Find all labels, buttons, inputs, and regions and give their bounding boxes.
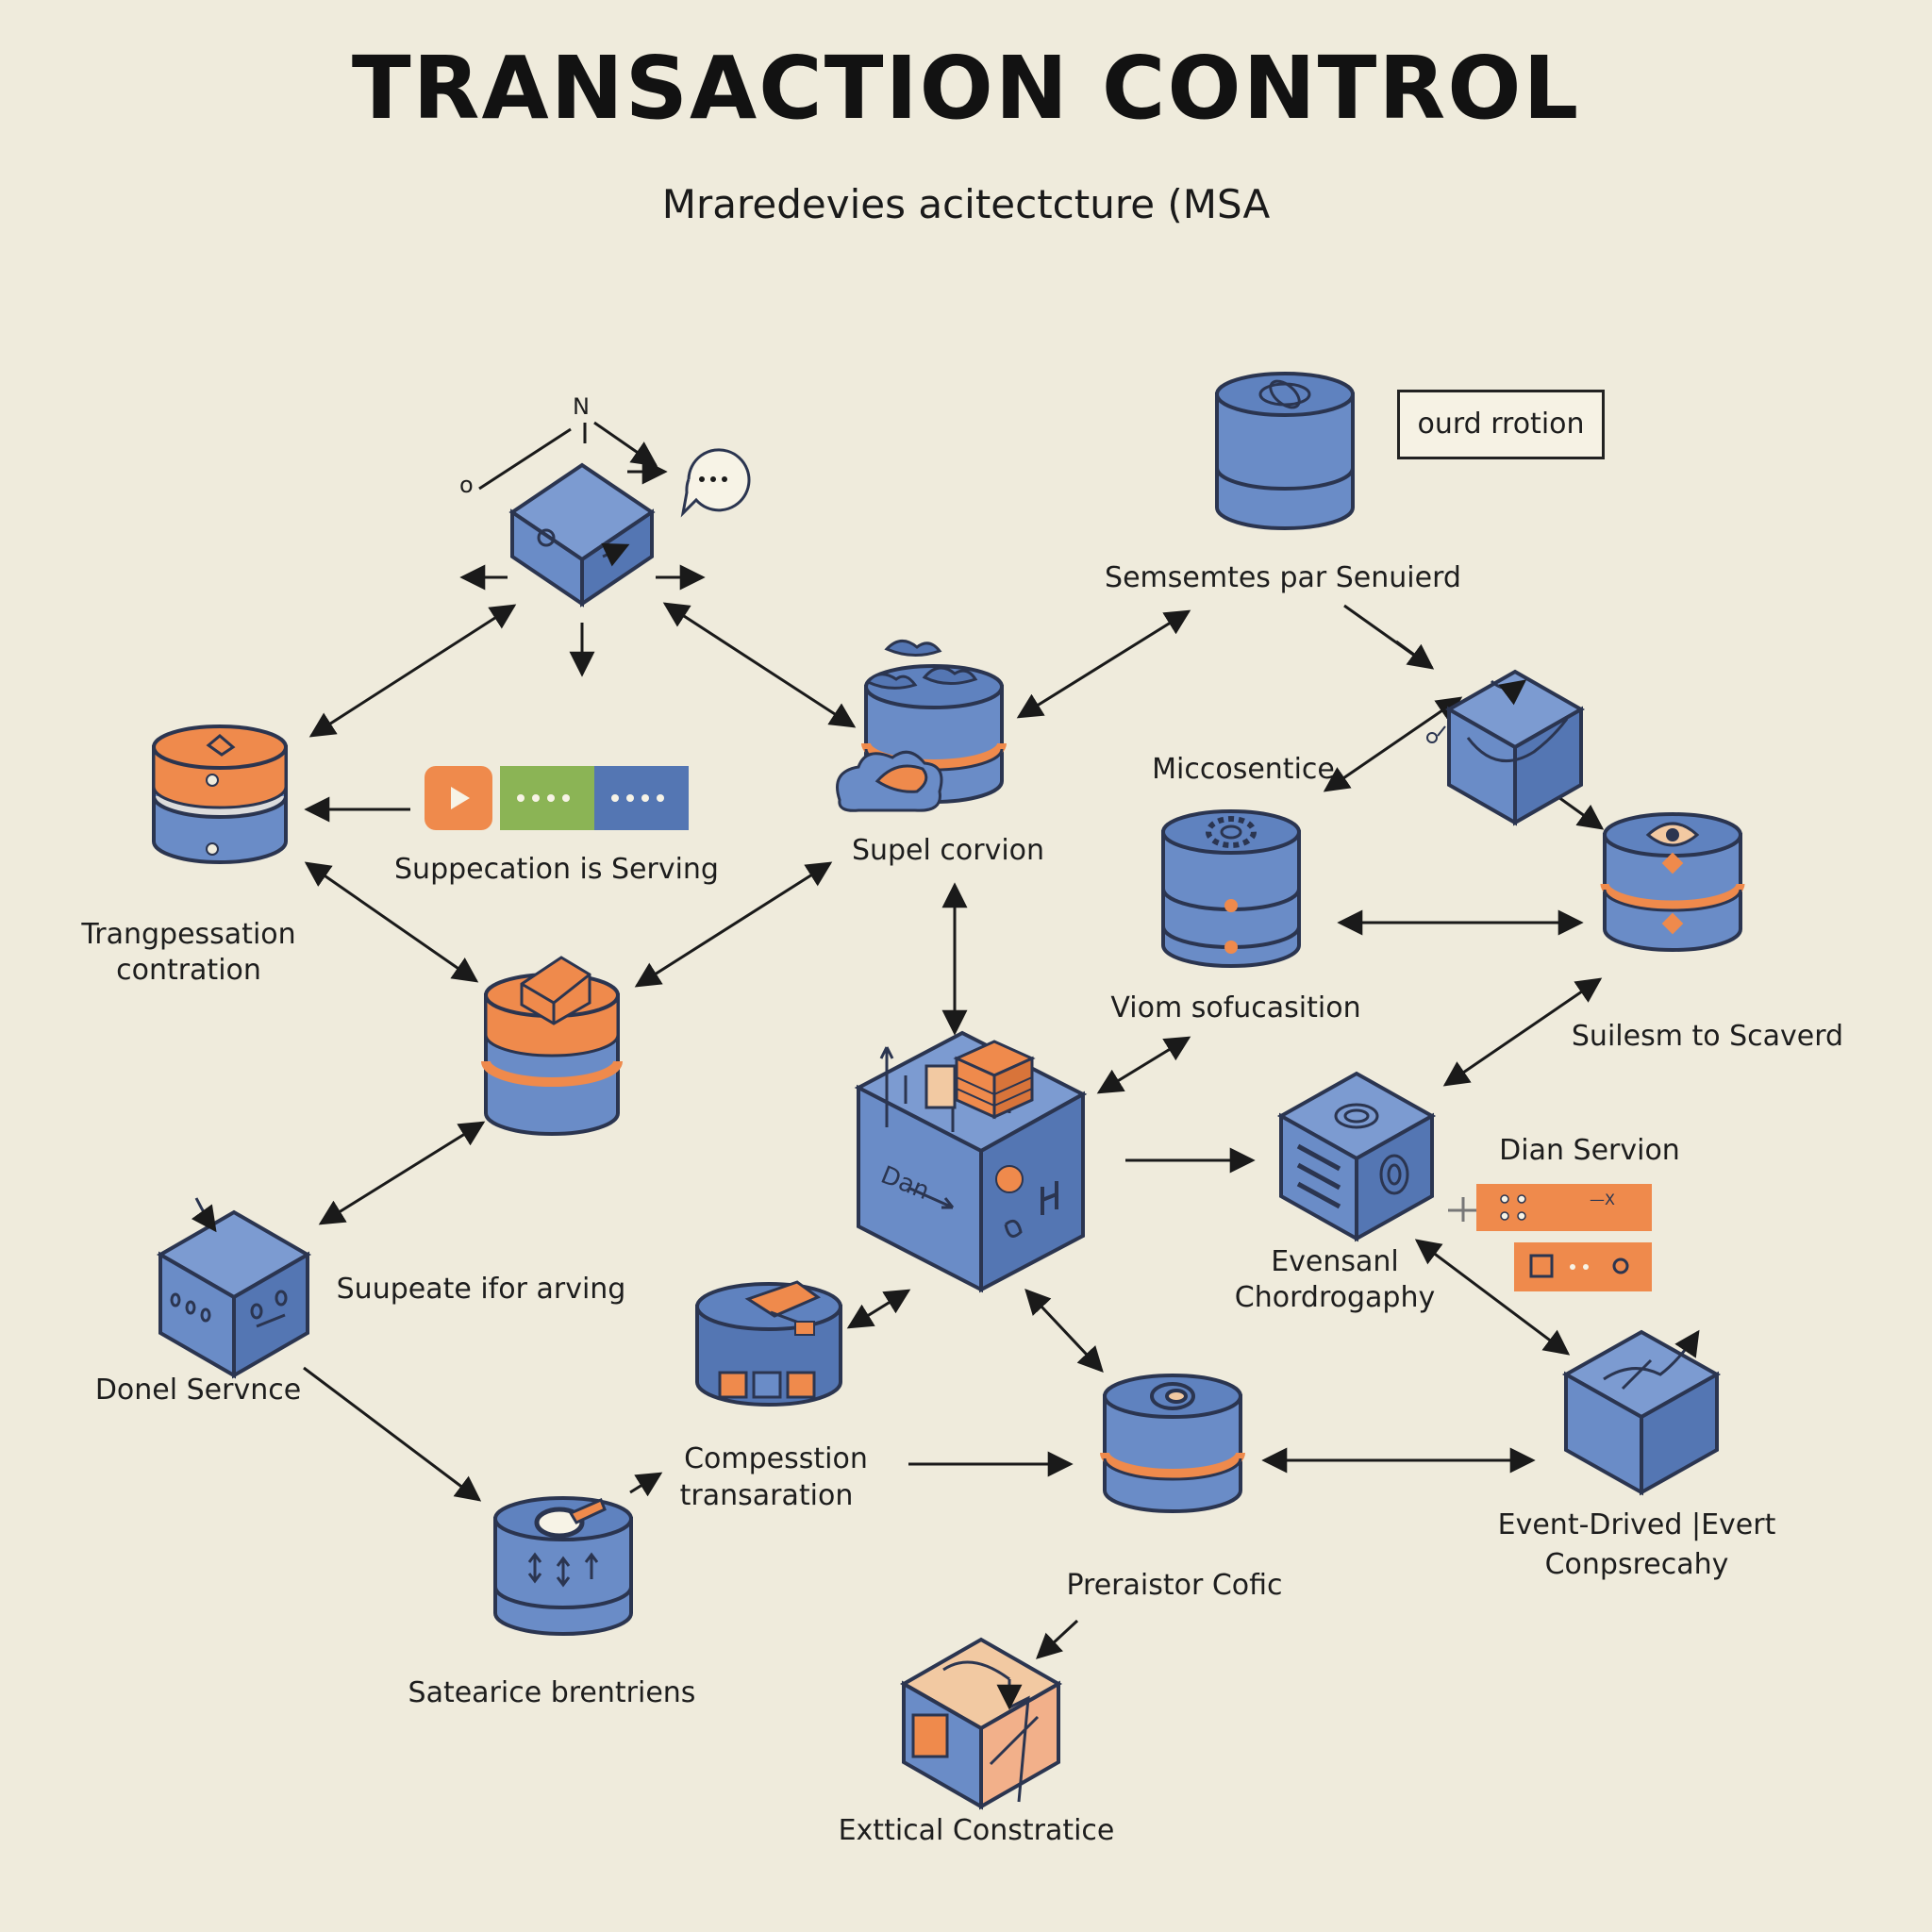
dian-service-widget: —X <box>1448 1184 1652 1291</box>
arrow-top-to-left <box>308 604 517 738</box>
status-bar-widget <box>425 766 689 830</box>
event-drived-cube <box>1561 1329 1722 1496</box>
diagram-title: TRANSACTION CONTROL <box>351 38 1581 139</box>
at-icon <box>1150 1382 1195 1410</box>
label-evensanl-1: Evensanl <box>1271 1245 1399 1278</box>
arrow-mid-to-center <box>634 861 833 988</box>
preraistor-cylinder <box>1105 1375 1241 1511</box>
label-donel-service: Donel Servnce <box>94 1374 302 1407</box>
donel-service-cube <box>156 1197 312 1379</box>
label-event-drived-2: Conpsreсahy <box>1544 1548 1729 1581</box>
label-suppecation: Suppecation is Serving <box>394 853 719 886</box>
mid-orange-cylinder <box>481 956 623 1136</box>
label-suupeate: Suupeate ifor arving <box>336 1273 626 1306</box>
label-exttical: Exttical Constratice <box>838 1814 1115 1847</box>
arrow-top-to-center <box>662 602 857 728</box>
arrow-mid-to-donel <box>318 1121 486 1225</box>
arrow-box-to-eventcube <box>1414 1239 1571 1356</box>
label-microsentice: Miccosentice <box>1152 753 1335 786</box>
label-satearice: Satearice brentriens <box>408 1676 696 1709</box>
compass-o-label: o <box>459 472 474 498</box>
label-dian-service: Dian Servion <box>1499 1134 1680 1167</box>
connector-arrows <box>303 421 1605 1659</box>
arrow-donel-to-satearice <box>303 1366 482 1502</box>
right-eye-cylinder <box>1600 812 1745 952</box>
label-viom: Viom sofucasition <box>1110 991 1361 1024</box>
gear-icon <box>1206 816 1257 848</box>
label-supel-corvion: Supel corvion <box>851 834 1045 867</box>
label-suilesm: Suilesm to Scaverd <box>1571 1020 1844 1053</box>
top-cube-node <box>508 462 656 608</box>
arrow-right-cyl-to-box <box>1442 977 1603 1087</box>
callout-box: ourd rrotion <box>1397 390 1605 459</box>
chat-bubble-icon <box>680 448 751 518</box>
right-small-cube <box>1426 670 1583 824</box>
arrow-left-to-mid <box>304 861 479 983</box>
center-cloud-cylinder <box>836 640 1003 812</box>
gear-cylinder <box>1161 809 1301 968</box>
label-preraistor: Preraistor Cofic <box>1066 1569 1283 1602</box>
label-compession-1: Compesstion <box>684 1442 868 1475</box>
compass-line <box>593 421 658 467</box>
left-orange-cylinder <box>152 724 288 864</box>
arrow-compess-to-bigcube <box>846 1289 911 1329</box>
diagram-subtitle: Mraredevies acitectcture (MSA <box>661 181 1271 227</box>
label-transpessation-2: contration <box>116 954 261 987</box>
arrow-bigcube-to-viom <box>1096 1036 1191 1094</box>
svg-text:—X: —X <box>1590 1191 1615 1208</box>
label-evensanl-2: Chordrogaphy <box>1234 1281 1436 1314</box>
satearice-cylinder <box>493 1496 633 1636</box>
compass-n-label: N <box>573 393 590 420</box>
swirl-icon <box>1334 1103 1379 1129</box>
label-transpessation-1: Trangpessation <box>81 918 296 951</box>
arrow-cube-to-right-cyl <box>1557 795 1605 830</box>
swirl-cube <box>1276 1071 1437 1242</box>
label-sem-services: Semsemtes par Senuierd <box>1105 561 1461 594</box>
label-event-drived-1: Event-Drived |Evert <box>1497 1508 1776 1541</box>
arrow-preraistor-to-exttical <box>1036 1619 1079 1659</box>
compession-cylinder <box>695 1280 842 1407</box>
arrow-bigcube-to-preraistor <box>1024 1289 1104 1373</box>
label-compession-2: transaration <box>679 1479 854 1512</box>
arrow-satearice-to-compess <box>629 1472 663 1497</box>
top-right-cylinder <box>1215 372 1355 530</box>
arrow-sem-to-cube-head <box>1395 640 1435 670</box>
compass-line <box>478 427 572 491</box>
arrow-gear-to-cube <box>1323 696 1463 792</box>
exttical-cube <box>899 1637 1063 1810</box>
big-center-cube: Dan <box>854 1030 1088 1293</box>
arrow-center-to-sem <box>1016 609 1191 719</box>
